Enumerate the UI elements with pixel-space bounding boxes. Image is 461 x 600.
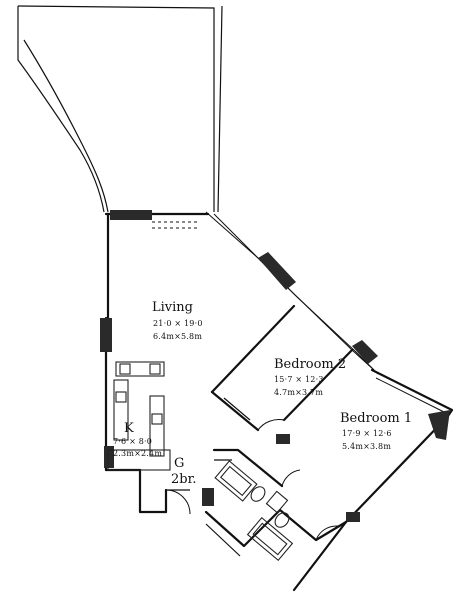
structural-columns	[100, 210, 450, 522]
bedroom-1-dim-imperial: 17·9 × 12·6	[342, 429, 392, 438]
kitchen	[107, 361, 171, 471]
kitchen-dim-imperial: 7·6 × 8·0	[113, 437, 153, 446]
foyer-subtitle: 2br.	[171, 472, 197, 487]
foyer-name: G	[174, 456, 185, 471]
bedroom-2-walls	[210, 304, 354, 432]
bedroom-1-dim-metric: 5.4m×3.8m	[342, 442, 392, 451]
kitchen-dim-metric: 2.3m×2.4m	[113, 449, 163, 458]
bathrooms	[204, 448, 348, 562]
bedroom-1-name: Bedroom 1	[340, 411, 413, 426]
bedroom-2-dim-imperial: 15·7 × 12·3	[274, 375, 324, 384]
balcony	[17, 5, 223, 213]
entry	[164, 488, 191, 515]
bedroom-2-name: Bedroom 2	[274, 357, 347, 372]
living-dim-metric: 6.4m×5.8m	[153, 332, 203, 341]
kitchen-name: K	[124, 421, 134, 436]
bedroom-2-dim-metric: 4.7m×3.7m	[274, 388, 324, 397]
dashed-lines	[118, 221, 200, 377]
living-name: Living	[152, 300, 193, 315]
living-dim-imperial: 21·0 × 19·0	[153, 319, 203, 328]
